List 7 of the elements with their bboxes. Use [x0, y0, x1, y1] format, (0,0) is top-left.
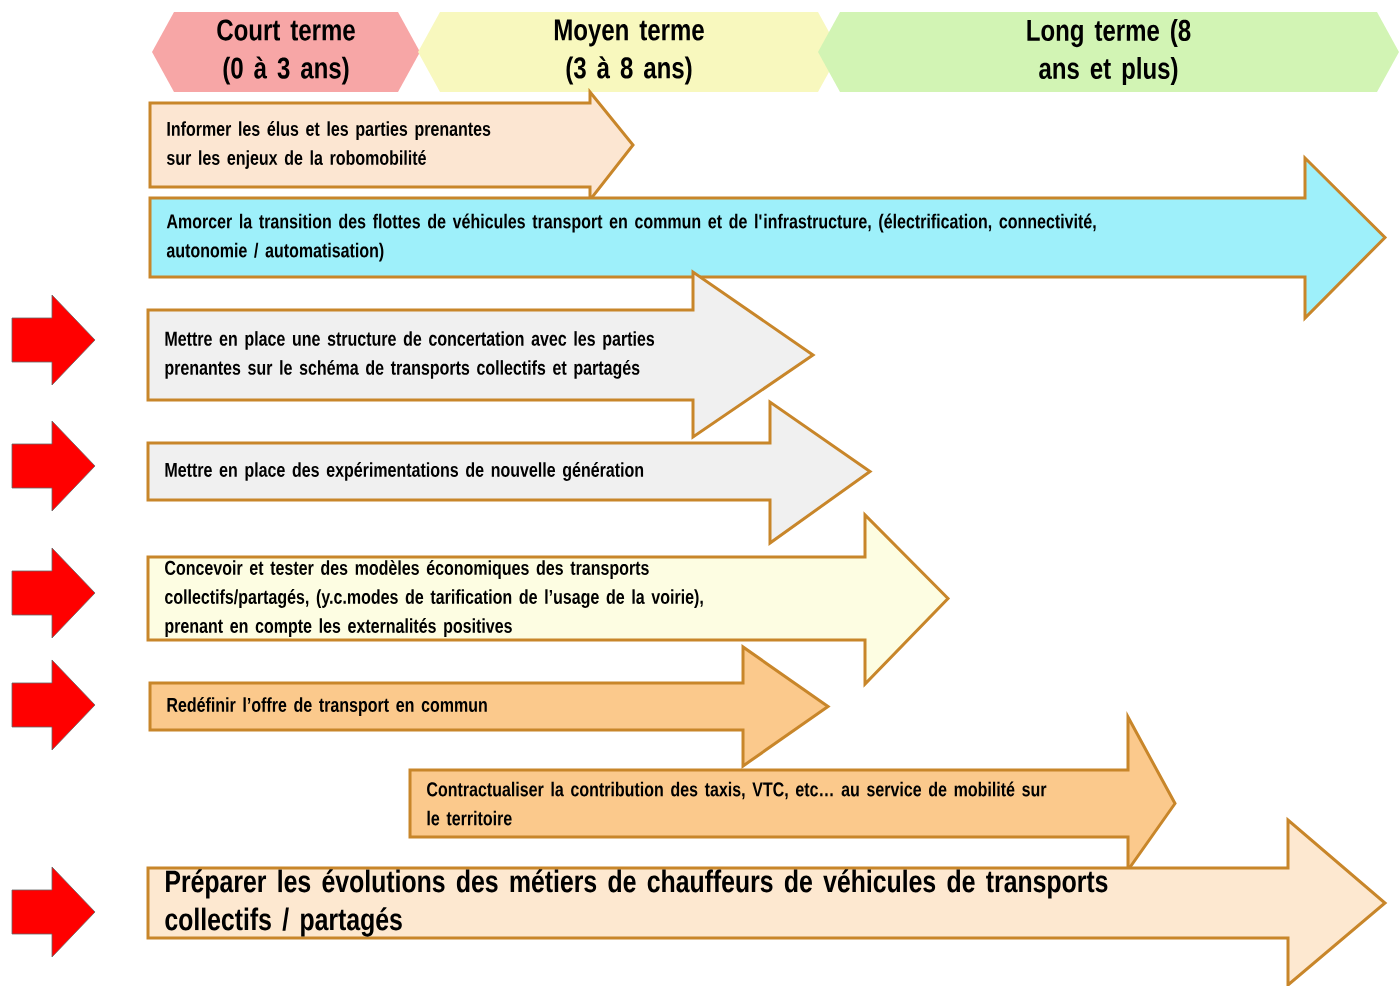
- action-banner: Redéfinir l’offre de transport en commun: [148, 644, 831, 769]
- term-banner: Moyen terme (3 à 8 ans): [418, 12, 840, 92]
- term-banner: Long terme (8 ans et plus): [818, 12, 1399, 92]
- action-banner: Concevoir et tester des modèles économiques des transports collectifs/partagés, (y.c.modes de tarification de l’usage de la voirie), prenant en compte les externalités positives: [146, 511, 951, 688]
- action-banner: Mettre en place une structure de concertation avec les parties prenantes sur le schéma de transports collectifs et partagés: [146, 269, 816, 440]
- term-banner: Court terme (0 à 3 ans): [152, 12, 420, 92]
- action-banner: Mettre en place des expérimentations de nouvelle génération: [146, 399, 873, 546]
